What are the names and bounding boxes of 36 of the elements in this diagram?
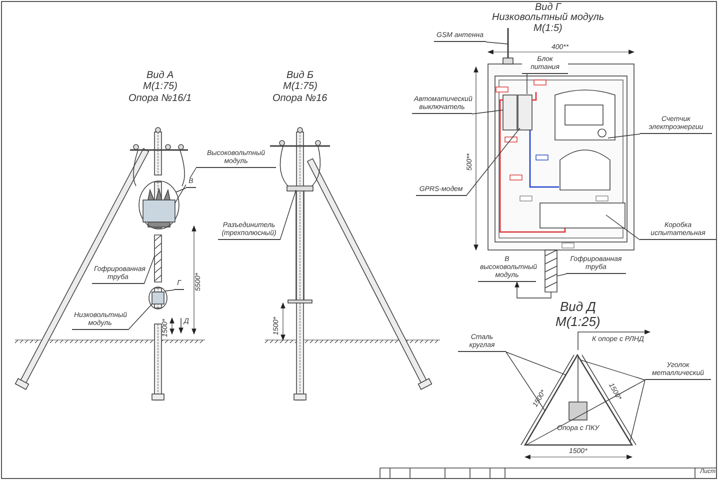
leader-line bbox=[630, 380, 646, 442]
corrugated-pipe bbox=[544, 250, 558, 292]
leader-line bbox=[556, 274, 566, 276]
leader-line bbox=[608, 134, 640, 138]
corrugated-pipe bbox=[154, 234, 162, 282]
high-voltage-module bbox=[142, 200, 176, 222]
scale-label: М(1:25) bbox=[556, 315, 600, 330]
leader-line bbox=[506, 352, 566, 376]
leader-line bbox=[472, 110, 504, 114]
scale-label: М(1:5) bbox=[534, 23, 562, 34]
leader-line bbox=[606, 214, 640, 240]
arrow bbox=[514, 281, 552, 298]
view-title: Опора №16 bbox=[272, 93, 328, 104]
view-title: Вид Б bbox=[286, 70, 314, 82]
view-title: Вид Д bbox=[560, 300, 596, 315]
leader-line bbox=[128, 304, 152, 330]
leader-line bbox=[466, 128, 520, 196]
leader-line bbox=[526, 380, 646, 446]
leader-line bbox=[280, 190, 296, 240]
detail-circle bbox=[148, 286, 168, 310]
leader-line bbox=[506, 352, 546, 412]
detail-circle bbox=[138, 180, 180, 230]
leader-line bbox=[176, 188, 186, 192]
leader-line bbox=[174, 168, 196, 204]
scale-label: М(1:75) bbox=[143, 81, 178, 92]
leader-line bbox=[526, 74, 528, 94]
view-title: Опора №16/1 bbox=[128, 93, 192, 104]
low-voltage-module bbox=[152, 292, 164, 304]
scale-label: М(1:75) bbox=[283, 81, 318, 92]
leader-line bbox=[164, 290, 174, 292]
leader-line bbox=[580, 360, 646, 380]
view-title: Вид А bbox=[146, 70, 174, 82]
view-title: Низковольтный модуль bbox=[492, 12, 604, 24]
view-title: Вид Г bbox=[535, 2, 561, 13]
leader-line bbox=[486, 42, 508, 44]
leader-line bbox=[144, 256, 155, 284]
